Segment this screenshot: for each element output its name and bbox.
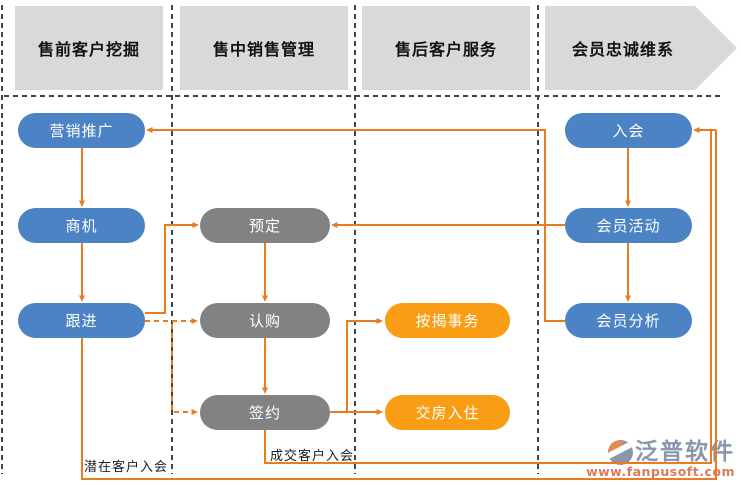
edge-followup-reservation <box>145 222 199 314</box>
node-mortgage: 按揭事务 <box>385 303 510 338</box>
node-opportunity: 商机 <box>18 208 145 243</box>
phase-header-label: 会员忠诚维系 <box>571 40 674 59</box>
phase-header-loyalty-arrow: 会员忠诚维系 <box>545 6 737 90</box>
edge-followup-signing-dashed <box>171 324 198 415</box>
node-move-in: 交房入住 <box>385 395 510 430</box>
phase-header-label: 售后客户服务 <box>394 40 497 59</box>
watermark-url: www.fanpusoft.com <box>586 464 735 479</box>
node-member-activity: 会员活动 <box>565 208 692 243</box>
node-marketing: 营销推广 <box>18 113 145 148</box>
node-member-analysis: 会员分析 <box>565 303 692 338</box>
node-signing: 签约 <box>200 395 330 430</box>
node-reservation: 预定 <box>200 208 330 243</box>
edge-signing-mortgage <box>346 318 383 412</box>
edge-label-deal-member: 成交客户入会 <box>270 449 355 464</box>
node-follow-up: 跟进 <box>18 303 145 338</box>
node-join: 入会 <box>565 113 692 148</box>
phase-header-sale: 售中销售管理 <box>180 6 348 90</box>
phase-header-presale: 售前客户挖掘 <box>15 6 163 90</box>
watermark-brand: 泛普软件 <box>635 438 735 465</box>
edge-label-potential-member: 潜在客户入会 <box>84 460 169 475</box>
phase-header-label: 售中销售管理 <box>212 40 315 59</box>
watermark: 泛普软件 www.fanpusoft.com <box>586 438 735 479</box>
phase-header-aftersale: 售后客户服务 <box>362 6 530 90</box>
fanpu-logo-icon <box>608 439 633 465</box>
node-subscription: 认购 <box>200 303 330 338</box>
phase-header-label: 售前客户挖掘 <box>37 40 140 59</box>
flow-connectors-dashed <box>145 318 198 415</box>
